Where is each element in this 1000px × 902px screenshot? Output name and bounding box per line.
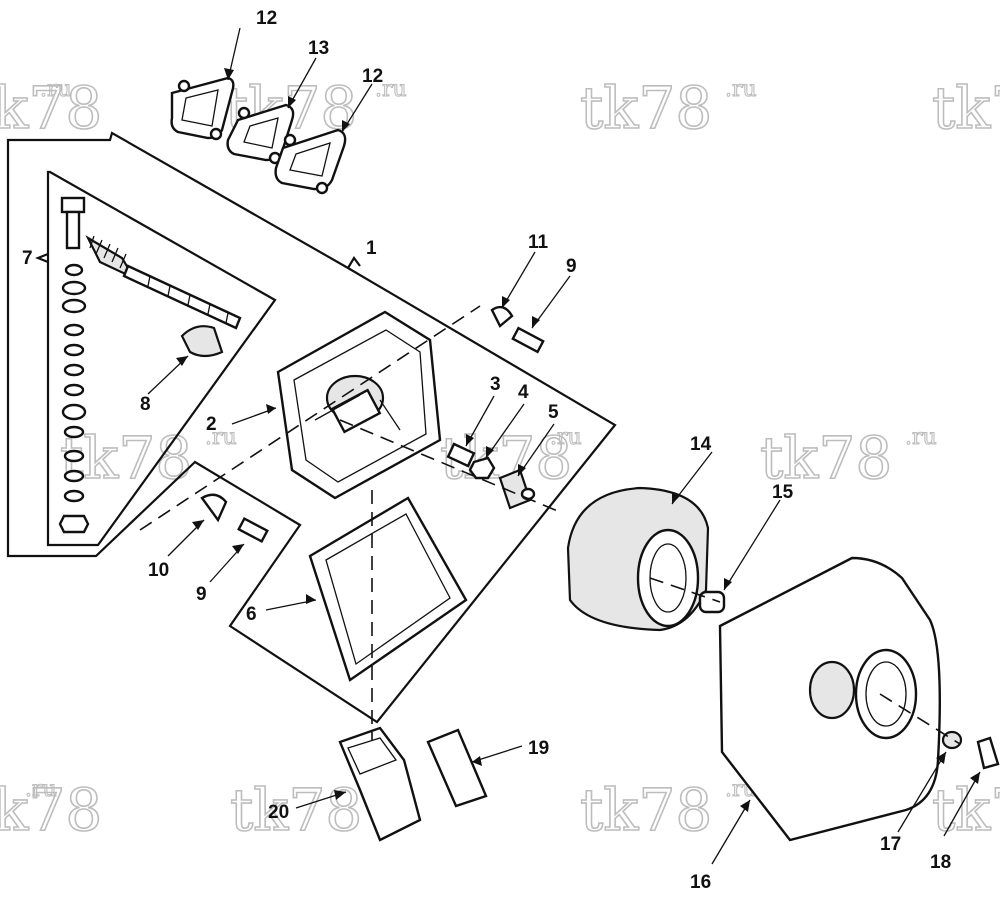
callout-16: 16 [690, 872, 711, 893]
hardware-kit [58, 196, 242, 534]
callout-7: 7 [22, 248, 33, 269]
bolt-head [60, 196, 86, 214]
nut [58, 514, 90, 534]
callout-3: 3 [490, 374, 501, 395]
callout-1: 1 [366, 238, 377, 259]
watermark: tk78 [932, 776, 1000, 844]
nut-4 [468, 456, 496, 480]
watermark-sup: .ru [40, 77, 72, 102]
watermark-sup: .ru [550, 425, 582, 450]
callout-14: 14 [690, 434, 712, 455]
watermark-sup: .ru [25, 777, 57, 802]
callout-12b: 12 [362, 66, 383, 87]
kit-bracket-7 [35, 252, 49, 264]
watermark: tk78 [580, 776, 712, 844]
watermark: tk78 [932, 74, 1000, 142]
hardware-kit-frame [46, 170, 277, 547]
group-bracket-1 [347, 256, 361, 269]
watermark-sup: .ru [905, 425, 937, 450]
watermark-sup: .ru [205, 425, 237, 450]
watermark: tk78 [0, 74, 102, 142]
callout-5: 5 [548, 402, 559, 423]
callout-9-lower: 9 [196, 584, 207, 605]
adapter-20 [338, 726, 422, 842]
callout-15: 15 [772, 482, 794, 503]
filter-element [566, 486, 710, 632]
callout-20: 20 [268, 802, 289, 823]
assembly-frame [6, 131, 617, 724]
grommet-15 [698, 590, 726, 614]
seal-6 [308, 496, 468, 682]
leader-lines [147, 27, 981, 865]
callout-2: 2 [206, 414, 217, 435]
cap-18 [976, 736, 1000, 770]
callout-10: 10 [148, 560, 169, 581]
clamp-10 [200, 493, 228, 523]
cover [718, 556, 941, 842]
spacer-3 [446, 442, 476, 468]
callout-8: 8 [140, 394, 151, 415]
insert-19 [426, 728, 488, 808]
watermark: tk78 [580, 74, 712, 142]
watermark: tk78 [0, 776, 102, 844]
screw-9-upper [511, 326, 545, 354]
callout-9-upper: 9 [566, 256, 577, 277]
clip-8 [180, 325, 224, 358]
screw-9-lower [237, 516, 269, 544]
watermark: tk78 [230, 776, 362, 844]
callout-11: 11 [528, 232, 549, 253]
gaskets [170, 76, 347, 195]
watermark-sup: .ru [725, 77, 757, 102]
callout-13: 13 [308, 38, 329, 59]
watermark-sup: .ru [375, 77, 407, 102]
callout-6: 6 [246, 604, 257, 625]
callout-17: 17 [880, 834, 901, 855]
clamp-11 [490, 305, 514, 328]
callout-19: 19 [528, 738, 549, 759]
housing-base [276, 310, 442, 500]
threaded-rod [122, 264, 242, 330]
callout-12a: 12 [256, 8, 277, 29]
callout-18: 18 [930, 852, 951, 873]
bolt-shank [65, 210, 81, 250]
callout-4: 4 [518, 382, 529, 403]
watermark: tk78 [760, 424, 892, 492]
callouts: 1 2 3 4 5 6 7 8 9 9 10 11 12 12 13 14 15… [22, 8, 951, 893]
